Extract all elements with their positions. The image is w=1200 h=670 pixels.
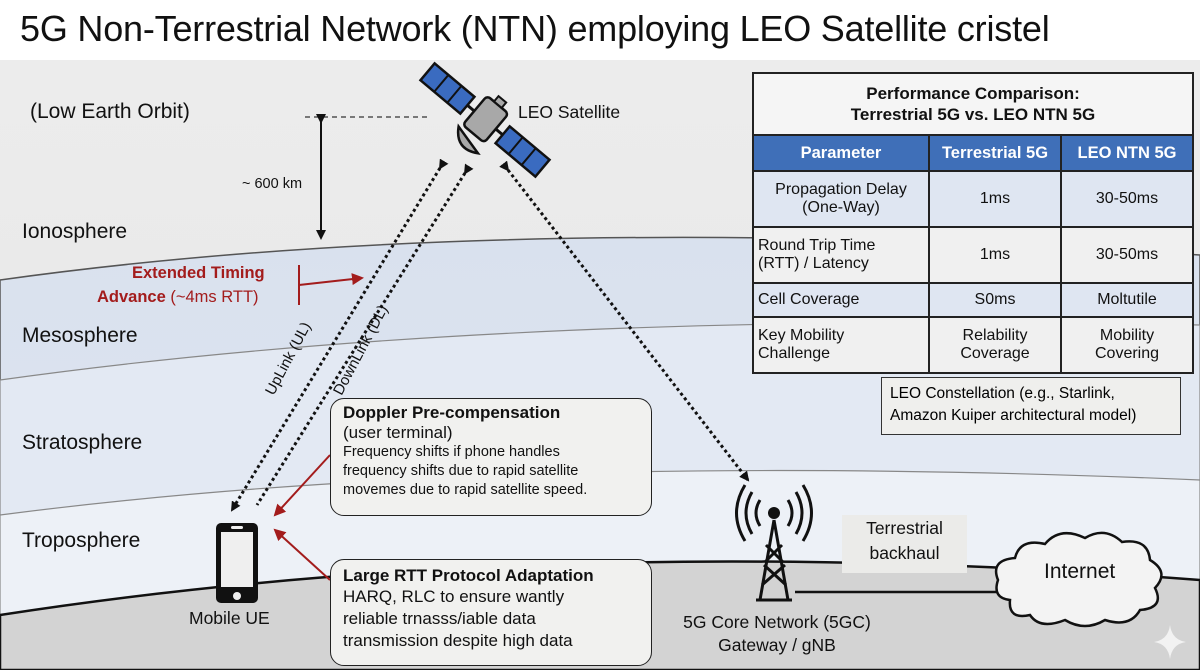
table-row: Round Trip Time(RTT) / Latency 1ms 30-50… <box>752 226 1194 284</box>
rtt-arrow <box>273 528 331 581</box>
column-header-parameter: Parameter <box>752 134 930 172</box>
backhaul-label-line1: Terrestrial <box>866 518 943 538</box>
table-caption-line1: Performance Comparison: <box>866 84 1080 103</box>
internet-cloud-icon <box>994 531 1163 628</box>
layer-label-troposphere: Troposphere <box>22 529 141 552</box>
cell-line: Propagation Delay <box>775 181 907 198</box>
table-cell-terrestrial: S0ms <box>928 282 1062 318</box>
timing-advance-arrow <box>298 273 364 286</box>
doppler-subheading: (user terminal) <box>343 423 453 442</box>
rtt-line: transmission despite high data <box>343 631 573 650</box>
constellation-note-line1: LEO Constellation (e.g., Starlink, <box>890 385 1115 402</box>
cell-line: Round Trip Time <box>758 237 876 254</box>
internet-label: Internet <box>1044 560 1116 583</box>
performance-comparison-table: Performance Comparison: Terrestrial 5G v… <box>752 72 1194 374</box>
leo-constellation-note: LEO Constellation (e.g., Starlink, Amazo… <box>881 377 1181 435</box>
cell-line: (One-Way) <box>802 199 880 216</box>
table-cell-leo: 30-50ms <box>1060 226 1194 284</box>
table-cell-terrestrial: 1ms <box>928 226 1062 284</box>
doppler-precompensation-box: Doppler Pre-compensation (user terminal)… <box>330 398 652 516</box>
diagram-canvas: (Low Earth Orbit) ~ 600 km LEO Satellite… <box>0 60 1200 670</box>
constellation-note-line2: Amazon Kuiper architectural model) <box>890 407 1137 424</box>
doppler-line: movemes due to rapid satellite speed. <box>343 482 588 498</box>
layer-label-ionosphere: Ionosphere <box>22 220 128 243</box>
table-caption: Performance Comparison: Terrestrial 5G v… <box>752 72 1194 136</box>
doppler-line: frequency shifts due to rapid satellite <box>343 463 579 479</box>
table-cell-param: Round Trip Time(RTT) / Latency <box>752 226 930 284</box>
timing-advance-detail: Advance (~4ms RTT) <box>97 288 259 307</box>
rtt-heading: Large RTT Protocol Adaptation <box>343 566 594 585</box>
mobile-ue-label: Mobile UE <box>189 608 270 628</box>
uplink-line <box>230 158 449 512</box>
backhaul-label-bg <box>842 515 967 573</box>
feeder-link-line <box>499 160 750 482</box>
mobile-phone-icon <box>216 523 258 603</box>
layer-label-stratosphere: Stratosphere <box>22 431 143 454</box>
cell-line: Key Mobility <box>758 327 845 344</box>
rtt-adaptation-box: Large RTT Protocol Adaptation HARQ, RLC … <box>330 559 652 666</box>
cell-line: Mobility <box>1099 327 1155 344</box>
table-cell-param: Propagation Delay(One-Way) <box>752 170 930 228</box>
doppler-arrow <box>273 454 331 517</box>
timing-advance-word: Advance <box>97 288 166 306</box>
altitude-label: ~ 600 km <box>242 176 303 192</box>
gateway-label-line1: 5G Core Network (5GC) <box>683 612 871 632</box>
table-cell-leo: 30-50ms <box>1060 170 1194 228</box>
cell-line: Covering <box>1094 345 1160 362</box>
low-earth-orbit-label: (Low Earth Orbit) <box>30 100 190 123</box>
doppler-line: Frequency shifts if phone handles <box>343 444 560 460</box>
diagram-title: 5G Non-Terrestrial Network (NTN) employi… <box>20 8 1050 49</box>
timing-advance-title: Extended Timing <box>132 264 265 282</box>
timing-advance-rtt: (~4ms RTT) <box>165 288 259 306</box>
table-row: Propagation Delay(One-Way) 1ms 30-50ms <box>752 170 1194 228</box>
table-cell-terrestrial: 1ms <box>928 170 1062 228</box>
downlink-line <box>255 163 474 506</box>
cell-line: (RTT) / Latency <box>758 255 869 272</box>
column-header-terrestrial: Terrestrial 5G <box>928 134 1062 172</box>
rtt-line: reliable trnasss/iable data <box>343 609 536 628</box>
gateway-label-line2: Gateway / gNB <box>718 635 836 655</box>
table-cell-param: Cell Coverage <box>752 282 930 318</box>
layer-label-mesosphere: Mesosphere <box>22 324 138 347</box>
cell-line: Coverage <box>960 345 1030 362</box>
column-header-leo: LEO NTN 5G <box>1060 134 1194 172</box>
table-caption-line2: Terrestrial 5G vs. LEO NTN 5G <box>850 105 1096 124</box>
sparkle-icon <box>1154 625 1186 659</box>
satellite-label: LEO Satellite <box>518 102 621 122</box>
cell-tower-icon <box>735 484 813 602</box>
cell-line: Relability <box>962 327 1028 344</box>
rtt-line: HARQ, RLC to ensure wantly <box>343 587 565 606</box>
cell-line: Challenge <box>758 345 831 362</box>
doppler-heading: Doppler Pre-compensation <box>343 403 561 422</box>
table-cell-leo: Moltutile <box>1060 282 1194 318</box>
backhaul-label-line2: backhaul <box>869 543 940 563</box>
table-row: Cell Coverage S0ms Moltutile <box>752 282 1194 318</box>
